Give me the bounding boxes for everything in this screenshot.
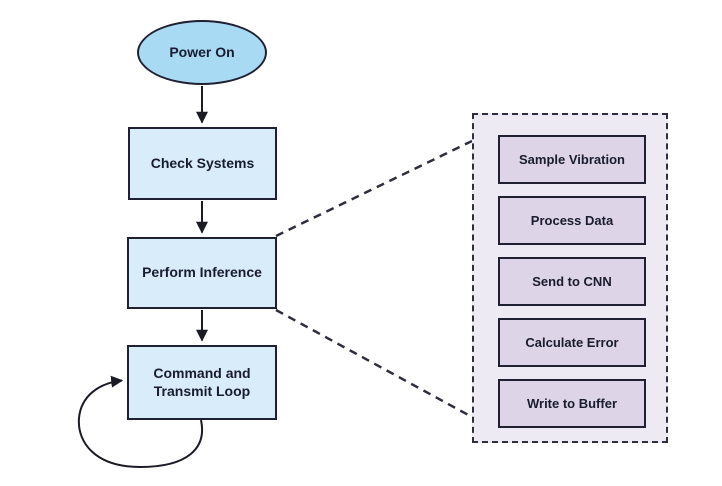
node-power-on-label: Power On [169, 43, 235, 60]
self-loop-arrow [77, 375, 204, 469]
node-check-systems-label: Check Systems [150, 154, 255, 171]
detail-expansion-line-bottom [275, 308, 473, 419]
detail-panel: Sample Vibration Process Data Send to CN… [472, 113, 668, 443]
detail-item-write-to-buffer: Write to Buffer [498, 379, 646, 428]
detail-item-label: Calculate Error [525, 335, 619, 350]
detail-item-process-data: Process Data [498, 196, 646, 245]
node-command-transmit-loop: Command and Transmit Loop [127, 345, 277, 420]
detail-expansion-line-top [275, 139, 473, 238]
detail-item-label: Write to Buffer [526, 396, 618, 411]
detail-item-calculate-error: Calculate Error [498, 318, 646, 367]
detail-item-sample-vibration: Sample Vibration [498, 135, 646, 184]
node-perform-inference: Perform Inference [127, 237, 277, 309]
detail-item-label: Send to CNN [532, 274, 612, 289]
node-power-on: Power On [137, 20, 267, 85]
detail-item-send-to-cnn: Send to CNN [498, 257, 646, 306]
detail-item-label: Process Data [530, 213, 614, 228]
detail-item-label: Sample Vibration [519, 152, 625, 167]
node-command-transmit-loop-label: Command and Transmit Loop [153, 365, 251, 399]
node-perform-inference-label: Perform Inference [142, 264, 262, 281]
node-check-systems: Check Systems [128, 127, 277, 200]
